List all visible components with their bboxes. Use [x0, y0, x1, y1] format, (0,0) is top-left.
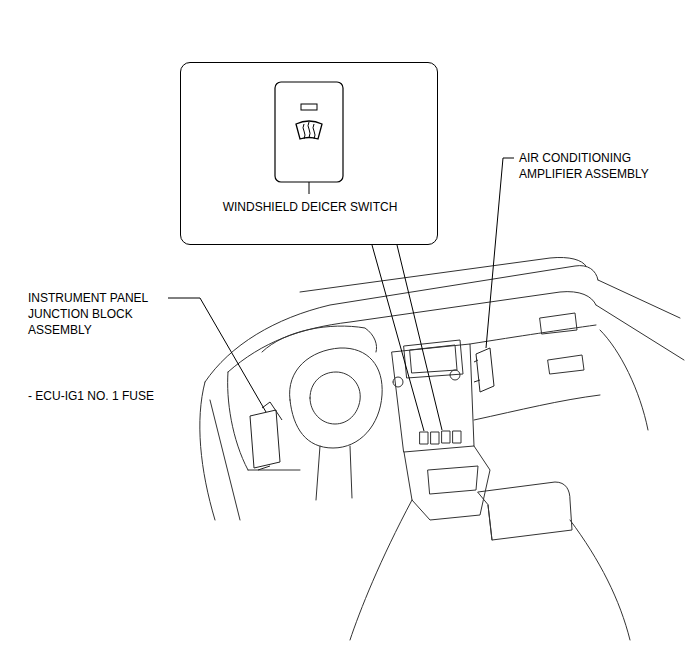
- floor-line: [350, 500, 630, 640]
- heat-waves: [303, 122, 315, 139]
- windshield-base: [205, 266, 598, 382]
- junction-block: [250, 402, 282, 470]
- callout-line: [372, 245, 424, 431]
- windshield-symbol: [296, 121, 322, 139]
- steering-wheel: [290, 348, 383, 448]
- knob-right: [450, 370, 460, 380]
- leader-line: [486, 158, 514, 348]
- cluster-hood: [262, 326, 377, 352]
- dashboard-outline: [200, 257, 684, 640]
- steering-column: [316, 446, 352, 500]
- ac-amplifier: [474, 348, 494, 392]
- knob-left: [393, 377, 403, 387]
- switch-row: [420, 431, 461, 444]
- center-console: [404, 446, 490, 520]
- steering-wheel-inner: [310, 372, 360, 424]
- door-panel: [596, 280, 684, 430]
- callout-line: [397, 245, 442, 430]
- callout-box: WINDSHIELD DEICER SWITCH: [180, 62, 438, 245]
- switch-body: [275, 82, 343, 182]
- ac-amplifier-bracket: [474, 360, 480, 382]
- junction-block-body: [250, 410, 280, 468]
- left-door: [200, 382, 240, 520]
- display: [404, 340, 463, 378]
- ac-amplifier-body: [476, 348, 494, 392]
- junction-block-bracket: [258, 402, 282, 470]
- switch-indicator: [301, 104, 317, 110]
- dash-rear-edge: [300, 257, 586, 292]
- leader-line: [168, 298, 266, 412]
- left-lower-dash: [228, 372, 300, 470]
- part-name: WINDSHIELD DEICER SWITCH: [223, 199, 398, 215]
- deicer-switch-icon: [275, 82, 343, 182]
- leader-lines: [168, 158, 514, 431]
- part-label: INSTRUMENT PANEL JUNCTION BLOCK ASSEMBLY: [28, 290, 178, 338]
- dash-top-edge: [228, 292, 596, 372]
- armrest: [478, 482, 572, 540]
- part-label: AIR CONDITIONING AMPLIFIER ASSEMBLY: [519, 150, 679, 182]
- passenger-dash: [470, 325, 600, 420]
- display-inner: [410, 345, 457, 373]
- part-label: - ECU-IG1 NO. 1 FUSE: [28, 388, 198, 404]
- armrest-front: [488, 505, 492, 540]
- vent-right-2: [548, 355, 584, 374]
- cup-holder: [428, 466, 478, 494]
- leader-line: [309, 182, 310, 194]
